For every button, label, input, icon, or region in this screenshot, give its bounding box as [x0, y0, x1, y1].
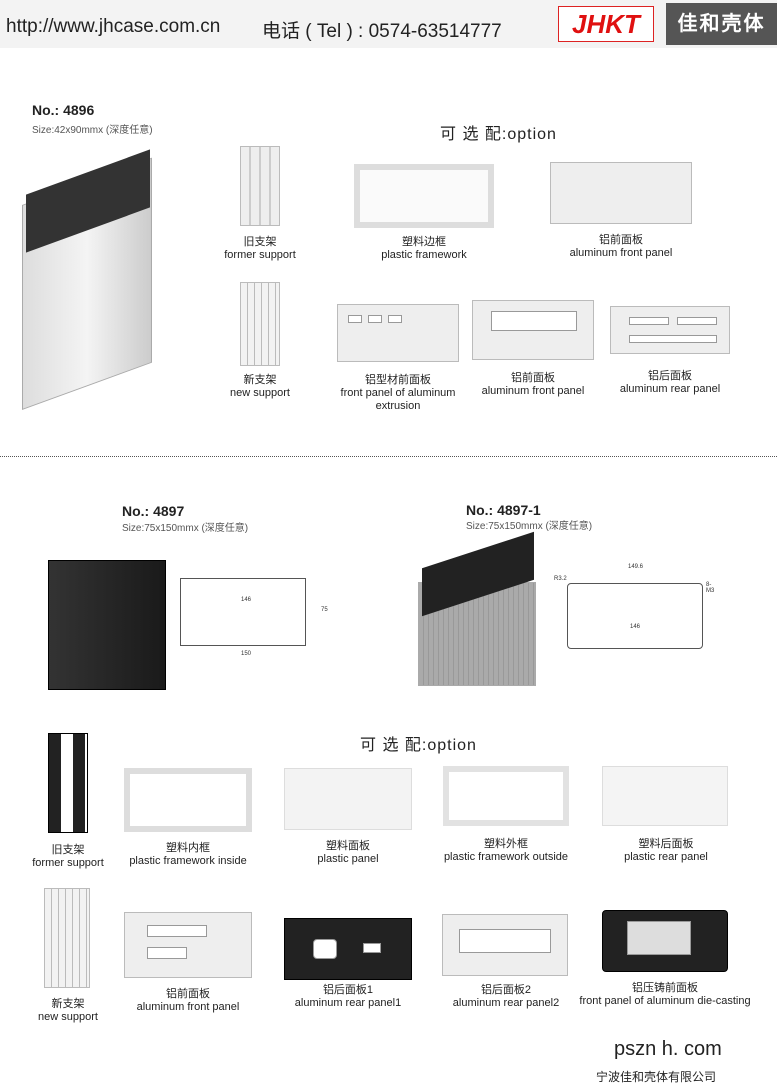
new-support-image [240, 282, 280, 366]
plastic-framework-outside-image [443, 766, 569, 826]
extrusion-front-panel-image [337, 304, 459, 362]
section-divider [0, 456, 777, 457]
product-number: No.: 4896 [32, 102, 95, 118]
die-casting-front-panel-image [602, 910, 728, 972]
option-heading: 可 选 配:option [440, 126, 557, 143]
logo: JHKT [558, 6, 654, 42]
aluminum-rear-panel2-image [442, 914, 568, 976]
aluminum-front-panel-image [550, 162, 692, 224]
new-support-2-image [44, 888, 90, 988]
brand-name: 佳和壳体 [666, 3, 777, 45]
product-number-4897: No.: 4897 [122, 503, 185, 519]
plastic-framework-image [354, 164, 494, 228]
plastic-panel-image [284, 768, 412, 830]
drawing-4897: 146 150 75 [180, 578, 328, 657]
aluminum-front-panel-3-image [124, 912, 252, 978]
enclosure-4897-image [48, 560, 166, 690]
product-size-4897-1: Size:75x150mmx (深度任意) [466, 521, 593, 532]
former-support-black-image [48, 733, 88, 833]
website-url[interactable]: http://www.jhcase.com.cn [6, 16, 221, 37]
aluminum-rear-panel-image [610, 306, 730, 354]
company-name: 宁波佳和壳体有限公司 [596, 1070, 717, 1084]
product-size: Size:42x90mmx (深度任意) [32, 125, 153, 136]
drawing-4897-1: 149.6 146 R3.2 8-M3 [554, 564, 714, 649]
aluminum-front-panel-2-image [472, 300, 594, 360]
aluminum-rear-panel1-image [284, 918, 412, 980]
watermark-site: pszn h. com [614, 1038, 722, 1060]
telephone: 电话 ( Tel ) : 0574-63514777 [262, 21, 502, 42]
plastic-rear-panel-image [602, 766, 728, 826]
option-heading-2: 可 选 配:option [360, 737, 477, 754]
product-number-4897-1: No.: 4897-1 [466, 502, 541, 518]
product-size-4897: Size:75x150mmx (深度任意) [122, 523, 249, 534]
plastic-framework-inside-image [124, 768, 252, 832]
former-support-image [240, 146, 280, 226]
